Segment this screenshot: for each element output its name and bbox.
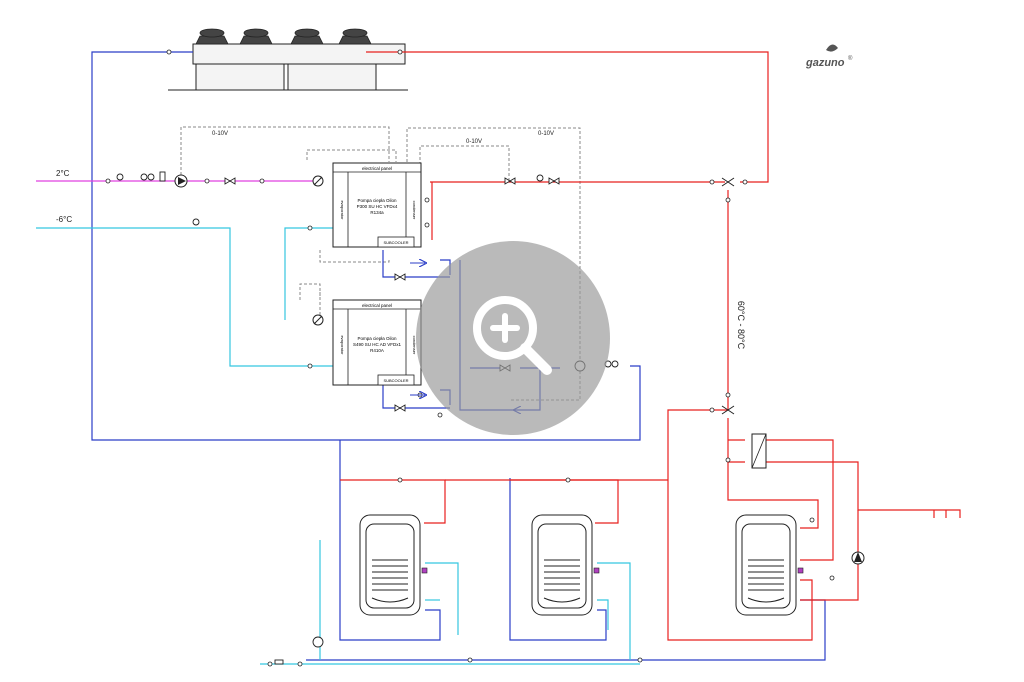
heat-pump-2: electrical panel evaporator condenser Po… xyxy=(332,299,422,386)
zoom-overlay[interactable] xyxy=(416,241,610,435)
hp2-name-line1: Pompa ciepła Oilon xyxy=(357,336,397,341)
hp2-subcooler-label: SUBCOOLER xyxy=(383,378,408,383)
dry-cooler-fans xyxy=(195,28,372,45)
hp1-subcooler-label: SUBCOOLER xyxy=(383,240,408,245)
three-way-valves xyxy=(312,175,735,415)
signal-label-1: 0-10V xyxy=(212,131,228,137)
hp1-evaporator-label: evaporator xyxy=(340,200,345,220)
tank-sensor-ports xyxy=(421,567,804,574)
brand-name: gazuno xyxy=(805,57,845,69)
gazuno-logo: gazuno ® xyxy=(805,44,853,69)
hp1-condenser-label: condenser xyxy=(412,201,417,220)
storage-tanks xyxy=(359,514,797,616)
hp1-name-line2: P300 SU HC VFDx4 xyxy=(357,204,398,209)
hot-water-temp-range: 60°C - 80°C xyxy=(736,301,746,350)
hp2-evaporator-label: evaporator xyxy=(340,335,345,355)
hp2-panel-label: electrical panel xyxy=(362,303,392,308)
signal-label-2: 0-10V xyxy=(466,139,482,145)
hp1-panel-label: electrical panel xyxy=(362,166,392,171)
hp2-refrigerant: R410A xyxy=(370,348,384,353)
pipe-tick-markers xyxy=(105,49,835,667)
storage-tank-1 xyxy=(359,514,421,616)
registered-mark: ® xyxy=(848,55,853,62)
signal-label-3: 0-10V xyxy=(538,131,554,137)
hp2-name-line2: S490 SU HC AD VFDx1 xyxy=(353,342,402,347)
hp2-condenser-label: condenser xyxy=(412,336,417,355)
plate-heat-exchanger xyxy=(751,433,767,469)
hp1-refrigerant: R134a xyxy=(370,210,384,215)
dry-cooler xyxy=(168,28,408,91)
glycol-supply-temp: 2°C xyxy=(56,169,70,178)
storage-tank-3 xyxy=(735,514,797,616)
glycol-return-lines xyxy=(36,227,640,665)
zoom-in-icon[interactable] xyxy=(473,296,552,375)
hp1-name-line1: Pompa ciepła Oilon xyxy=(357,198,397,203)
glycol-return-temp: -6°C xyxy=(56,215,72,224)
storage-tank-2 xyxy=(531,514,593,616)
heat-pump-1: electrical panel evaporator condenser Po… xyxy=(332,162,422,248)
circulation-pump xyxy=(851,551,865,565)
hot-water-lines xyxy=(340,51,961,641)
glycol-pump xyxy=(174,174,188,188)
